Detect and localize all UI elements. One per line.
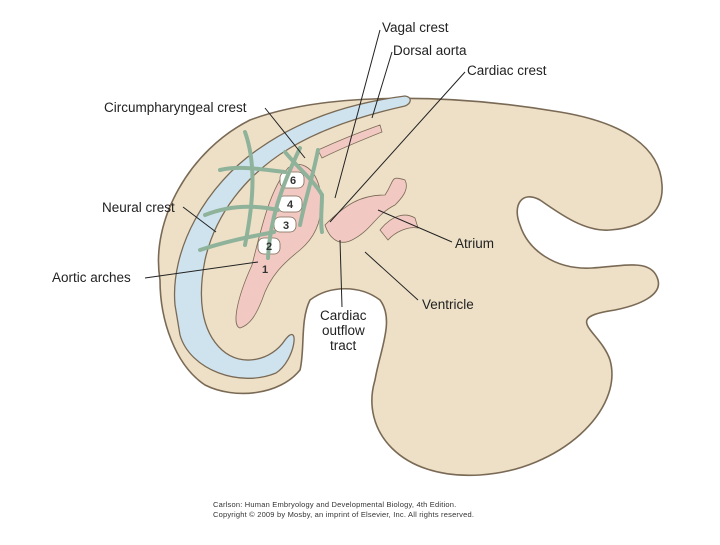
label-circumpharyngeal-crest: Circumpharyngeal crest	[104, 100, 247, 115]
atrium-tube	[379, 214, 419, 241]
label-dorsal-aorta: Dorsal aorta	[393, 43, 467, 58]
label-cardiac-outflow-line1: Cardiac	[320, 308, 367, 323]
credit-line-2: Copyright © 2009 by Mosby, an imprint of…	[213, 510, 474, 519]
arch-number-4: 4	[287, 199, 294, 211]
label-vagal-crest: Vagal crest	[382, 20, 449, 35]
arch-number-1: 1	[262, 264, 268, 276]
leader-lines	[144, 29, 466, 308]
label-cardiac-outflow-line3: tract	[330, 338, 357, 353]
credit-line-1: Carlson: Human Embryology and Developmen…	[213, 500, 456, 509]
label-atrium: Atrium	[455, 236, 494, 251]
arch-number-3: 3	[283, 220, 289, 232]
label-cardiac-crest: Cardiac crest	[467, 63, 547, 78]
label-cardiac-outflow-line2: outflow	[322, 323, 365, 338]
label-aortic-arches: Aortic arches	[52, 270, 131, 285]
embryo-body	[157, 97, 663, 477]
label-neural-crest: Neural crest	[102, 200, 175, 215]
neural-tube	[173, 95, 411, 379]
heart-tube	[324, 177, 407, 243]
label-ventricle: Ventricle	[422, 297, 474, 312]
arch-number-2: 2	[266, 241, 272, 253]
arch-number-6: 6	[290, 175, 296, 187]
crest-pathways	[198, 130, 324, 260]
